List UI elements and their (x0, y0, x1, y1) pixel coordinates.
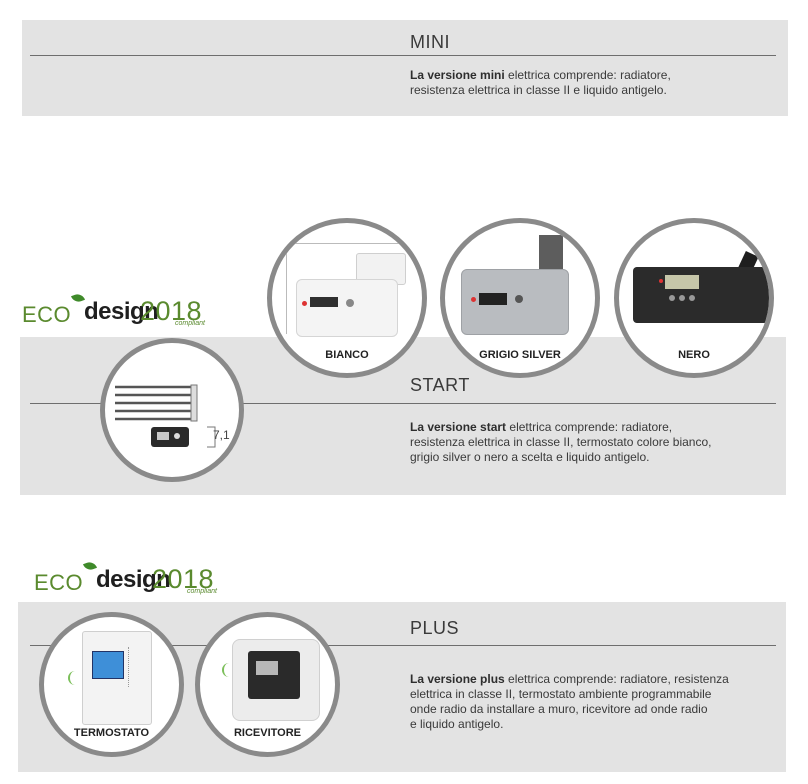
design-text: design (96, 566, 171, 593)
plus-desc-line-1: elettrica comprende: radiatore, resisten… (508, 672, 729, 686)
plus-title: PLUS (410, 618, 460, 638)
compliant-text: compliant (187, 588, 217, 595)
mini-desc-bold: La versione mini (410, 68, 505, 82)
mini-desc-line-2: resistenza elettrica in classe II e liqu… (410, 83, 667, 97)
mini-title: MINI (410, 32, 450, 52)
plus-desc-line-2: elettrica in classe II, termostato ambie… (410, 687, 712, 701)
thermostat-black-image (625, 250, 769, 333)
variant-nero: NERO (614, 218, 774, 378)
mini-desc-line-1: elettrica comprende: radiatore, (508, 68, 671, 82)
start-desc-line-2: resistenza elettrica in classe II, termo… (410, 435, 712, 449)
leaf-icon (70, 292, 86, 304)
ecodesign-logo-plus: ECO design 2018 compliant (34, 560, 224, 596)
mini-divider (30, 55, 776, 56)
variant-grigio-silver-label: GRIGIO SILVER (479, 349, 561, 361)
start-divider (30, 403, 776, 404)
plus-divider (30, 645, 776, 646)
year-text: 2018 (140, 296, 203, 326)
eco-text: ECO (22, 302, 72, 327)
thermostat-silver-image (453, 235, 593, 345)
start-desc-bold: La versione start (410, 420, 507, 434)
receiver-image (218, 631, 328, 727)
start-title: START (410, 375, 470, 395)
compliant-text: compliant (175, 320, 205, 327)
variant-grigio-silver: GRIGIO SILVER (440, 218, 600, 378)
device-ricevitore-label: RICEVITORE (233, 727, 302, 739)
plus-desc-line-4: e liquido antigelo. (410, 717, 504, 731)
variant-nero-label: NERO (678, 349, 710, 361)
radiator-image: 7,1 (100, 338, 244, 482)
device-termostato: TERMOSTATO (39, 612, 184, 757)
dimension-label: 7,1 (213, 428, 230, 442)
year-text: 2018 (152, 564, 215, 594)
mini-description: La versione mini elettrica comprende: ra… (410, 68, 770, 98)
device-termostato-label: TERMOSTATO (73, 727, 150, 739)
mini-section (22, 20, 788, 116)
eco-text: ECO (34, 570, 84, 595)
plus-desc-line-3: onde radio da installare a muro, ricevit… (410, 702, 708, 716)
leaf-icon (82, 560, 98, 572)
design-text: design (84, 298, 159, 325)
ecodesign-logo-start: ECO design 2018 compliant (22, 292, 212, 328)
device-ricevitore: RICEVITORE (195, 612, 340, 757)
thermostat-white-image (286, 243, 422, 337)
variant-bianco: BIANCO (267, 218, 427, 378)
variant-bianco-label: BIANCO (325, 349, 369, 361)
plus-description: La versione plus elettrica comprende: ra… (410, 672, 780, 732)
start-description: La versione start elettrica comprende: r… (410, 420, 780, 465)
radiator-icon (115, 384, 216, 448)
start-desc-line-1: elettrica comprende: radiatore, (509, 420, 673, 434)
start-desc-line-3: grigio silver o nero a scelta e liquido … (410, 450, 650, 464)
wall-thermostat-image (64, 627, 164, 727)
plus-desc-bold: La versione plus (410, 672, 505, 686)
